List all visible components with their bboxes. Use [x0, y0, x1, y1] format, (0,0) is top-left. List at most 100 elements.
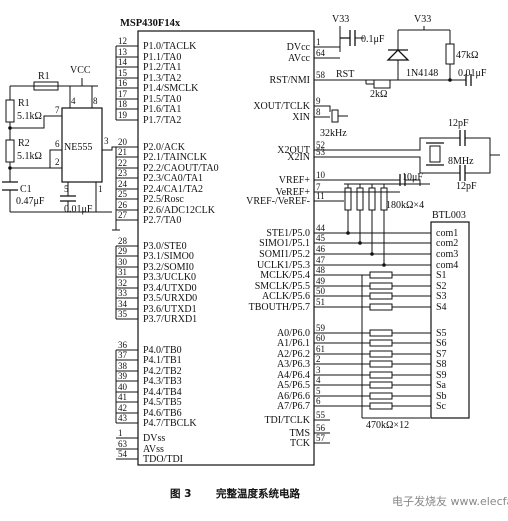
- vref-block: 10μF 180kΩ×4: [314, 172, 431, 267]
- segment-resistor: [369, 292, 393, 300]
- btl-pin-S5: S5: [436, 328, 447, 339]
- mcu-signal-name: A5/P6.5: [277, 380, 310, 391]
- btl-pin-Sb: Sb: [436, 391, 447, 402]
- mcu-pin-number: 14: [118, 57, 128, 67]
- mcu-signal-name: DVcc: [287, 42, 311, 53]
- mcu-signal-name: P3.4/UTXD0: [143, 283, 197, 294]
- svg-text:12pF: 12pF: [456, 181, 477, 192]
- btl-pin-S3: S3: [436, 291, 447, 302]
- btl-pin-S6: S6: [436, 338, 447, 349]
- mcu-pin-number: 22: [118, 158, 127, 168]
- mcu-pin-number: 49: [316, 276, 326, 286]
- mcu-pin-number: 41: [118, 392, 127, 402]
- mcu-pin-number: 20: [118, 137, 128, 147]
- svg-text:RST: RST: [336, 69, 354, 80]
- svg-text:0.01μF: 0.01μF: [64, 204, 93, 215]
- mcu-pin-number: 45: [316, 233, 326, 243]
- mcu-signal-name: P3.0/STE0: [143, 241, 187, 252]
- mcu-signal-name: ACLK/P5.6: [262, 291, 310, 302]
- mcu-signal-name: P1.3/TA2: [143, 73, 181, 84]
- r2k-resistor: [373, 79, 391, 89]
- mcu-pin-number: 46: [316, 244, 326, 254]
- btl-pin-com3: com3: [436, 249, 458, 260]
- r1-vertical: [5, 99, 15, 123]
- svg-text:7: 7: [55, 105, 60, 115]
- mcu-signal-name: P3.1/SIMO0: [143, 251, 194, 262]
- btl003-block: BTL003 com1com2com3com4S1S2S3S4S5S6S7S8S…: [330, 210, 470, 431]
- mcu-pin-number: 51: [316, 297, 325, 307]
- svg-text:R1: R1: [18, 98, 30, 109]
- mcu-signal-name: A0/P6.0: [277, 328, 310, 339]
- mcu-signal-name: P2.2/CAOUT/TA0: [143, 163, 219, 174]
- svg-text:C1: C1: [20, 184, 32, 195]
- mcu-pin-number: 53: [316, 147, 326, 157]
- mcu-pin-number: 23: [118, 168, 128, 178]
- svg-text:47kΩ: 47kΩ: [456, 50, 478, 61]
- segment-resistors: [330, 271, 431, 418]
- svg-text:32kHz: 32kHz: [320, 128, 347, 139]
- mcu-pin-number: 54: [118, 449, 128, 459]
- mcu-pin-number: 28: [118, 236, 128, 246]
- mcu-pin-number: 63: [118, 439, 128, 449]
- svg-text:2: 2: [55, 157, 60, 167]
- mcu-pin-number: 59: [316, 323, 326, 333]
- power-reset-block: V33 0.1μF V33 47kΩ 1N4148 0.01μF RST 2kΩ: [314, 14, 487, 100]
- mcu-pin-number: 61: [316, 344, 325, 354]
- mcu-pin-number: 9: [316, 96, 321, 106]
- segment-resistor: [369, 271, 393, 279]
- svg-text:0.1μF: 0.1μF: [361, 34, 385, 45]
- segment-resistor: [369, 282, 393, 290]
- btl-pin-S1: S1: [436, 270, 447, 281]
- mcu-pin-number: 4: [316, 375, 321, 385]
- mcu-signal-name: P4.2/TB2: [143, 366, 182, 377]
- rst-capacitor: [465, 74, 472, 86]
- segment-resistor: [369, 402, 393, 410]
- mcu-pin-number: 1: [316, 37, 321, 47]
- segment-resistor: [369, 303, 393, 311]
- r2-resistor: [5, 139, 15, 163]
- mcu-pin-number: 38: [118, 361, 128, 371]
- mcu-signal-name: P2.6/ADC12CLK: [143, 205, 216, 216]
- mcu-signal-name: X2OUT: [277, 145, 310, 156]
- svg-text:1: 1: [98, 184, 103, 194]
- mcu-pin-number: 48: [316, 265, 326, 275]
- watermark: 电子发烧友 www.elecfans.com: [392, 494, 508, 508]
- mcu-signal-name: SOMI1/P5.2: [259, 249, 310, 260]
- svg-text:0.01μF: 0.01μF: [458, 68, 487, 79]
- mcu-pin-number: 58: [316, 70, 326, 80]
- mcu-signal-name: P4.1/TB1: [143, 355, 182, 366]
- mcu-pin-number: 10: [316, 170, 326, 180]
- mcu-pin-number: 47: [316, 255, 326, 265]
- svg-text:180kΩ×4: 180kΩ×4: [386, 200, 424, 211]
- mcu-pin-number: 25: [118, 189, 128, 199]
- c1-capacitor: [2, 181, 18, 191]
- ne555-name: NE555: [64, 142, 92, 153]
- mcu-signal-name: P2.3/CA0/TA1: [143, 173, 203, 184]
- mcu-signal-name: STE1/P5.0: [266, 228, 310, 239]
- rpack-resistor: [368, 187, 376, 211]
- svg-text:BTL003: BTL003: [432, 210, 466, 221]
- mcu-signal-name: SMCLK/P5.5: [255, 281, 310, 292]
- mcu-signal-name: P1.1/TA0: [143, 52, 181, 63]
- mcu-pin-number: 7: [316, 182, 321, 192]
- mcu-signal-name: MCLK/P5.4: [260, 270, 310, 281]
- mcu-signal-name: P1.0/TACLK: [143, 41, 197, 52]
- segment-resistor: [369, 371, 393, 379]
- rpack-resistor: [344, 187, 352, 211]
- mcu-signal-name: P4.4/TB4: [143, 387, 182, 398]
- rpack-resistor: [356, 187, 364, 211]
- mcu-pin-number: 29: [118, 246, 128, 256]
- c2-capacitor: [60, 195, 76, 202]
- r47k-resistor: [445, 43, 455, 65]
- mcu-signal-name: XIN: [292, 112, 310, 123]
- mcu-signal-name: P1.2/TA1: [143, 62, 181, 73]
- mcu-pin-number: 56: [316, 423, 326, 433]
- mcu-pin-number: 33: [118, 288, 128, 298]
- mcu-signal-name: TDI/TCLK: [264, 415, 310, 426]
- crystal-block: 32kHz 12pF 8MHz 12pF: [314, 105, 500, 192]
- mcu-pin-number: 26: [118, 200, 128, 210]
- mcu-body: [137, 30, 315, 466]
- svg-text:5.1kΩ: 5.1kΩ: [17, 151, 42, 162]
- btl-pin-com1: com1: [436, 228, 458, 239]
